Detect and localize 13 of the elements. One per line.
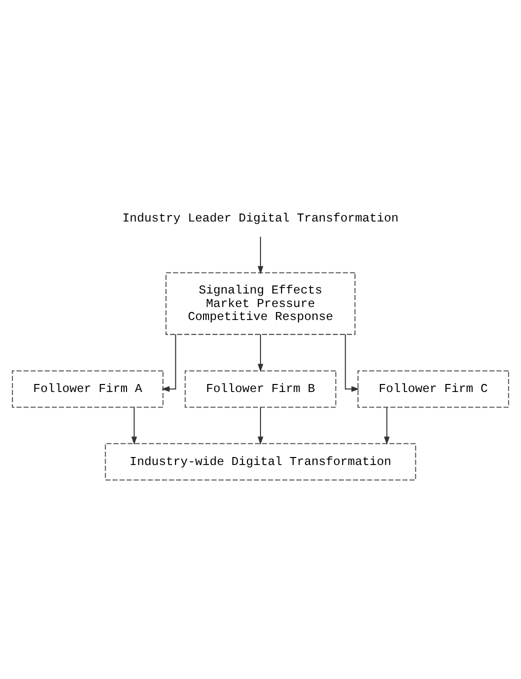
arrow (258, 406, 264, 444)
node-box: Follower Firm B (184, 370, 336, 408)
node-box: Signaling Effects Market Pressure Competitive Response (166, 272, 356, 334)
node-text: Industry Leader Digital Transformation (122, 210, 399, 225)
node-box: Industry-wide Digital Transformation (104, 442, 416, 480)
arrow (344, 334, 360, 392)
node-box: Follower Firm A (12, 370, 164, 408)
arrow (162, 334, 176, 392)
arrow (258, 236, 264, 274)
node-box: Follower Firm C (358, 370, 510, 408)
arrow (131, 406, 138, 444)
arrow (384, 406, 390, 444)
arrow (258, 334, 264, 372)
